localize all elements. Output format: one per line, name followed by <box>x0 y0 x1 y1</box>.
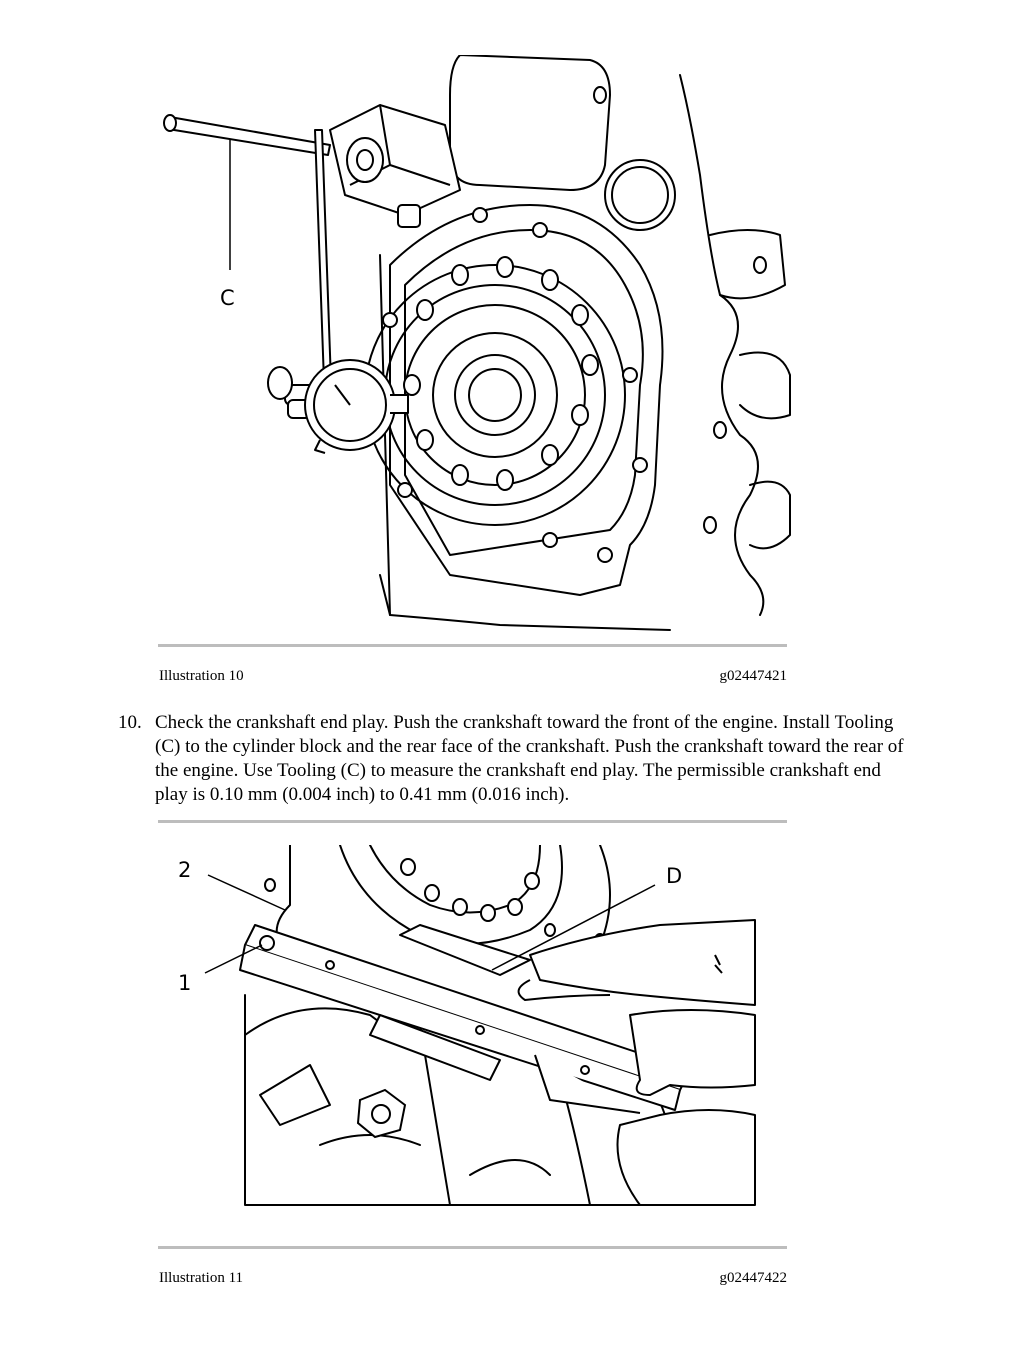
illustration-11-id: g02447422 <box>719 1270 788 1286</box>
illustration-11-caption: Illustration 11 <box>159 1270 244 1286</box>
illustration-10-caption: Illustration 10 <box>159 668 244 684</box>
illustration-11-top-rule-lower <box>158 1246 787 1249</box>
callout-d: D <box>666 864 682 888</box>
step-text: Check the crankshaft end play. Push the … <box>155 712 904 805</box>
illustration-11-top-rule <box>158 820 787 823</box>
illustration-10-top-rule <box>158 644 787 647</box>
callout-2: 2 <box>178 858 191 882</box>
callout-1: 1 <box>178 971 191 995</box>
illustration-10-id: g02447421 <box>719 668 788 684</box>
illustration-10-drawing: C <box>163 55 791 631</box>
step-number: 10. <box>118 712 142 733</box>
illustration-11-drawing: 2 1 D <box>178 845 756 1206</box>
callout-c: C <box>220 286 235 310</box>
